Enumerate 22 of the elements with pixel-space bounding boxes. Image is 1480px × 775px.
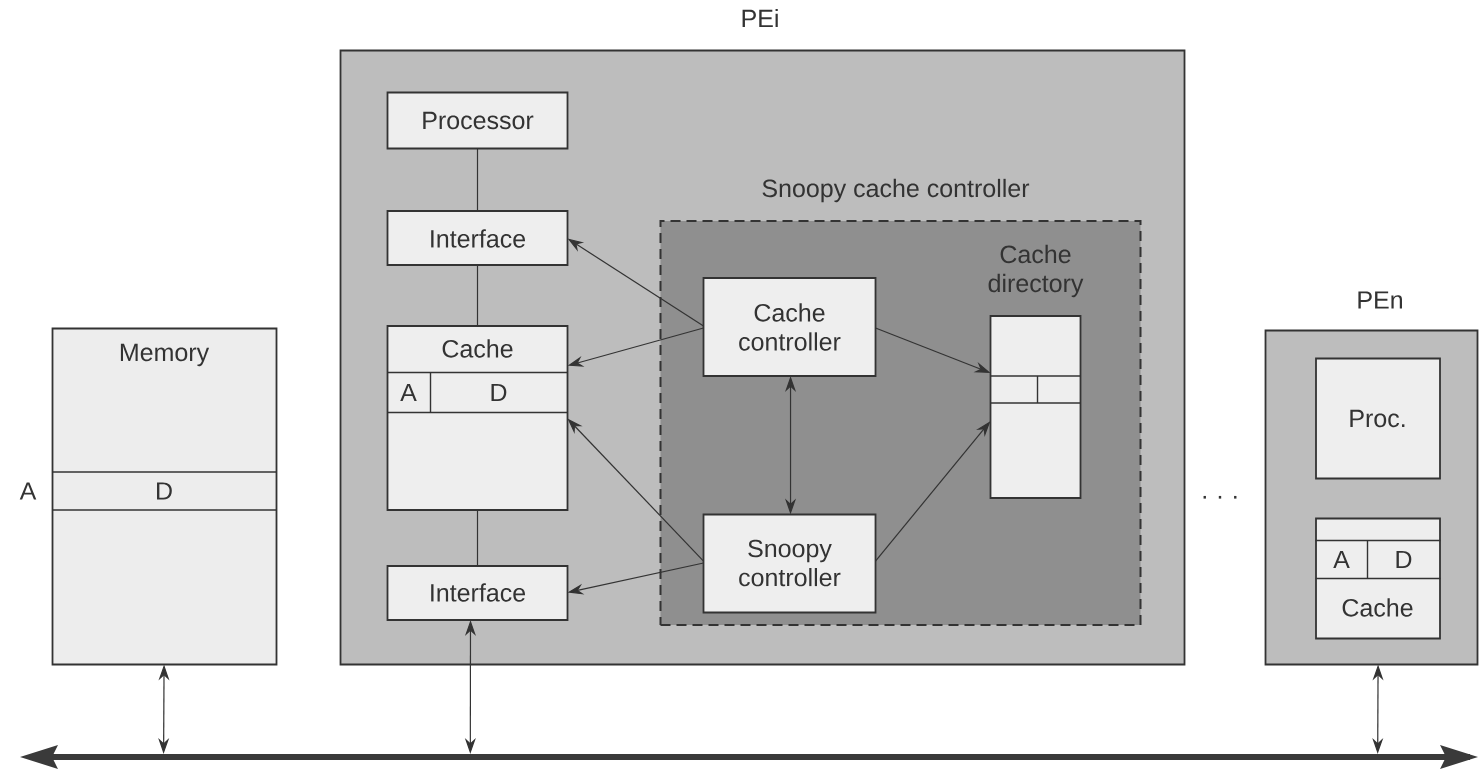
node-label: Cache directory xyxy=(988,244,1084,298)
cache-box: A D Cache xyxy=(1314,517,1442,640)
connector-line xyxy=(476,264,479,327)
process-box: Snoopy controller xyxy=(702,513,877,614)
memory-box: Memory D xyxy=(51,327,278,666)
node-label: PEn xyxy=(1358,291,1402,309)
bus-bar xyxy=(20,745,1478,769)
connector-line xyxy=(476,509,479,567)
connector-line xyxy=(476,147,479,212)
cache-box: Cache A D xyxy=(386,325,569,511)
directory-box: Cache directory xyxy=(988,244,1084,499)
process-box: Processor xyxy=(386,91,569,150)
node-label: Snoopy cache controller xyxy=(762,178,1030,203)
process-box: Interface xyxy=(386,565,569,621)
ellipsis: · · · xyxy=(1203,495,1237,499)
process-box: Proc. xyxy=(1315,357,1441,480)
node-label: Memory xyxy=(120,343,210,367)
node-label: PEi xyxy=(742,8,778,28)
process-box: Cache controller xyxy=(702,277,877,377)
process-box: Interface xyxy=(386,210,569,266)
row-label: A xyxy=(19,482,37,500)
node-label: D xyxy=(157,482,172,500)
